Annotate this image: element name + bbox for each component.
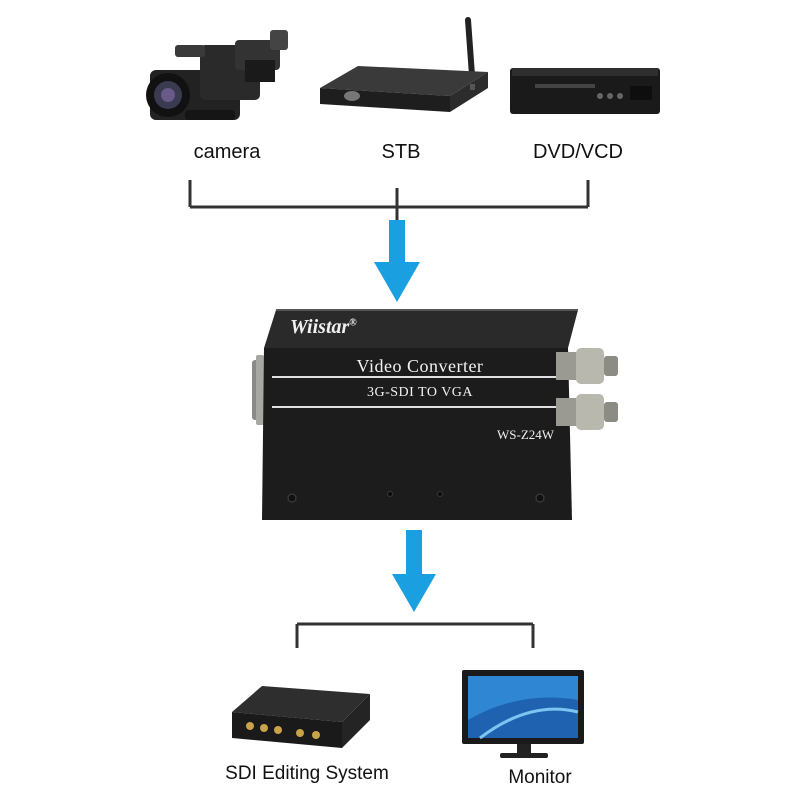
source-label-stb: STB: [381, 141, 421, 163]
sdi-editing-system-icon: [232, 686, 370, 748]
brand-logo: Wiistar®: [290, 316, 357, 338]
down-arrow-icon: [374, 220, 420, 302]
output-bracket: [295, 622, 535, 648]
camera-icon: [146, 30, 288, 120]
converter-model: WS-Z24W: [497, 427, 555, 442]
set-top-box-icon: [320, 17, 488, 112]
down-arrow-icon: [392, 530, 436, 612]
converter-subtitle: 3G-SDI TO VGA: [366, 385, 474, 400]
dvd-player-icon: [510, 68, 660, 114]
monitor-icon: [462, 670, 584, 758]
converter-title: Video Converter: [356, 356, 484, 376]
input-bracket: [188, 180, 590, 220]
source-label-dvd: DVD/VCD: [532, 141, 623, 163]
output-label-sdi-editing-system: SDI Editing System: [225, 763, 389, 784]
converter-device: [252, 309, 618, 520]
source-label-camera: camera: [193, 141, 261, 163]
bnc-connector: [556, 394, 618, 430]
output-label-monitor: Monitor: [508, 767, 572, 788]
bnc-connector: [556, 348, 618, 384]
